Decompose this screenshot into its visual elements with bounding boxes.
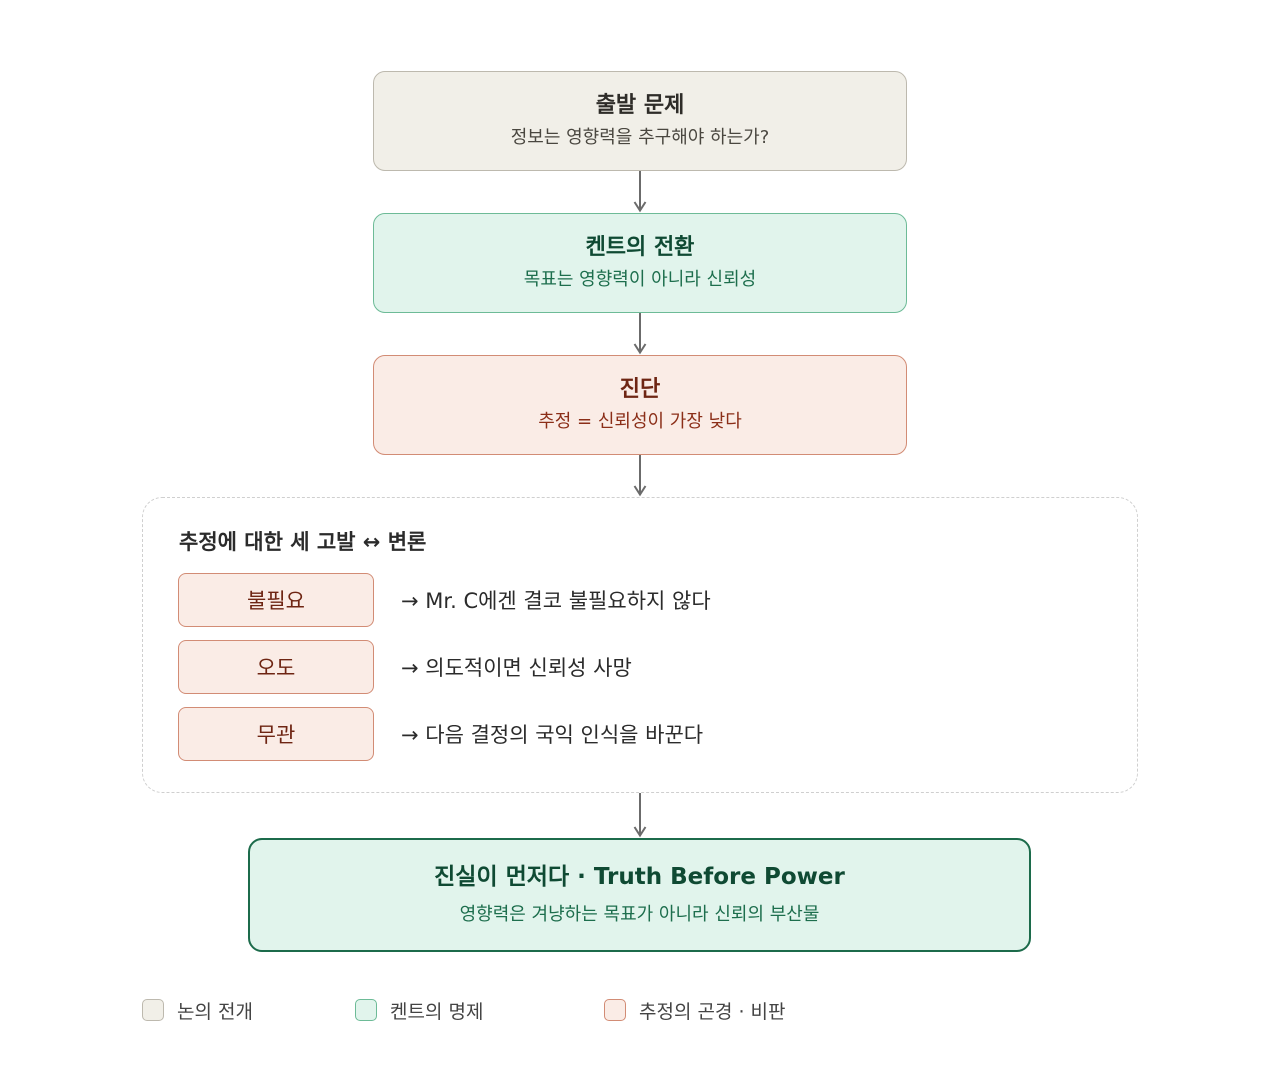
accusation-irrelevant: 무관 xyxy=(178,707,374,761)
legend-label-kent-thesis: 켄트의 명제 xyxy=(390,1000,484,1023)
diagnosis-box: 진단 추정 = 신뢰성이 가장 낮다 xyxy=(373,355,907,455)
start-question-title: 출발 문제 xyxy=(595,93,685,118)
legend-item-critique: 추정의 곤경 · 비판 xyxy=(604,997,786,1023)
start-question-box: 출발 문제 정보는 영향력을 추구해야 하는가? xyxy=(373,71,907,171)
legend-swatch-red xyxy=(604,999,626,1021)
legend-swatch-green xyxy=(355,999,377,1021)
arrow-down-icon xyxy=(633,455,647,497)
rebuttal-irrelevant: → 다음 결정의 국익 인식을 바꾼다 xyxy=(401,723,704,747)
legend-label-argument: 논의 전개 xyxy=(177,1000,253,1023)
legend-item-kent-thesis: 켄트의 명제 xyxy=(355,997,483,1023)
conclusion-title: 진실이 먼저다 · Truth Before Power xyxy=(434,864,845,891)
legend-swatch-neutral xyxy=(142,999,164,1021)
accusation-unnecessary: 불필요 xyxy=(178,573,374,627)
rebuttal-unnecessary: → Mr. C에겐 결코 불필요하지 않다 xyxy=(401,589,711,613)
arrow-down-icon xyxy=(633,171,647,213)
conclusion-box: 진실이 먼저다 · Truth Before Power 영향력은 겨냥하는 목… xyxy=(248,838,1031,952)
kent-shift-title: 켄트의 전환 xyxy=(585,235,695,260)
conclusion-subtitle: 영향력은 겨냥하는 목표가 아니라 신뢰의 부산물 xyxy=(459,904,820,925)
arrow-down-icon xyxy=(633,793,647,838)
legend-label-critique: 추정의 곤경 · 비판 xyxy=(639,1000,786,1023)
rebuttal-misleading: → 의도적이면 신뢰성 사망 xyxy=(401,656,632,680)
start-question-subtitle: 정보는 영향력을 추구해야 하는가? xyxy=(510,127,770,149)
accusations-group: 추정에 대한 세 고발 ↔ 변론 불필요 → Mr. C에겐 결코 불필요하지 … xyxy=(142,497,1138,793)
accusation-misleading: 오도 xyxy=(178,640,374,694)
accusations-title: 추정에 대한 세 고발 ↔ 변론 xyxy=(179,530,427,554)
kent-shift-subtitle: 목표는 영향력이 아니라 신뢰성 xyxy=(523,269,757,291)
diagnosis-title: 진단 xyxy=(619,377,661,402)
kent-shift-box: 켄트의 전환 목표는 영향력이 아니라 신뢰성 xyxy=(373,213,907,313)
arrow-down-icon xyxy=(633,313,647,355)
diagnosis-subtitle: 추정 = 신뢰성이 가장 낮다 xyxy=(538,411,742,433)
legend-item-argument: 논의 전개 xyxy=(142,997,253,1023)
